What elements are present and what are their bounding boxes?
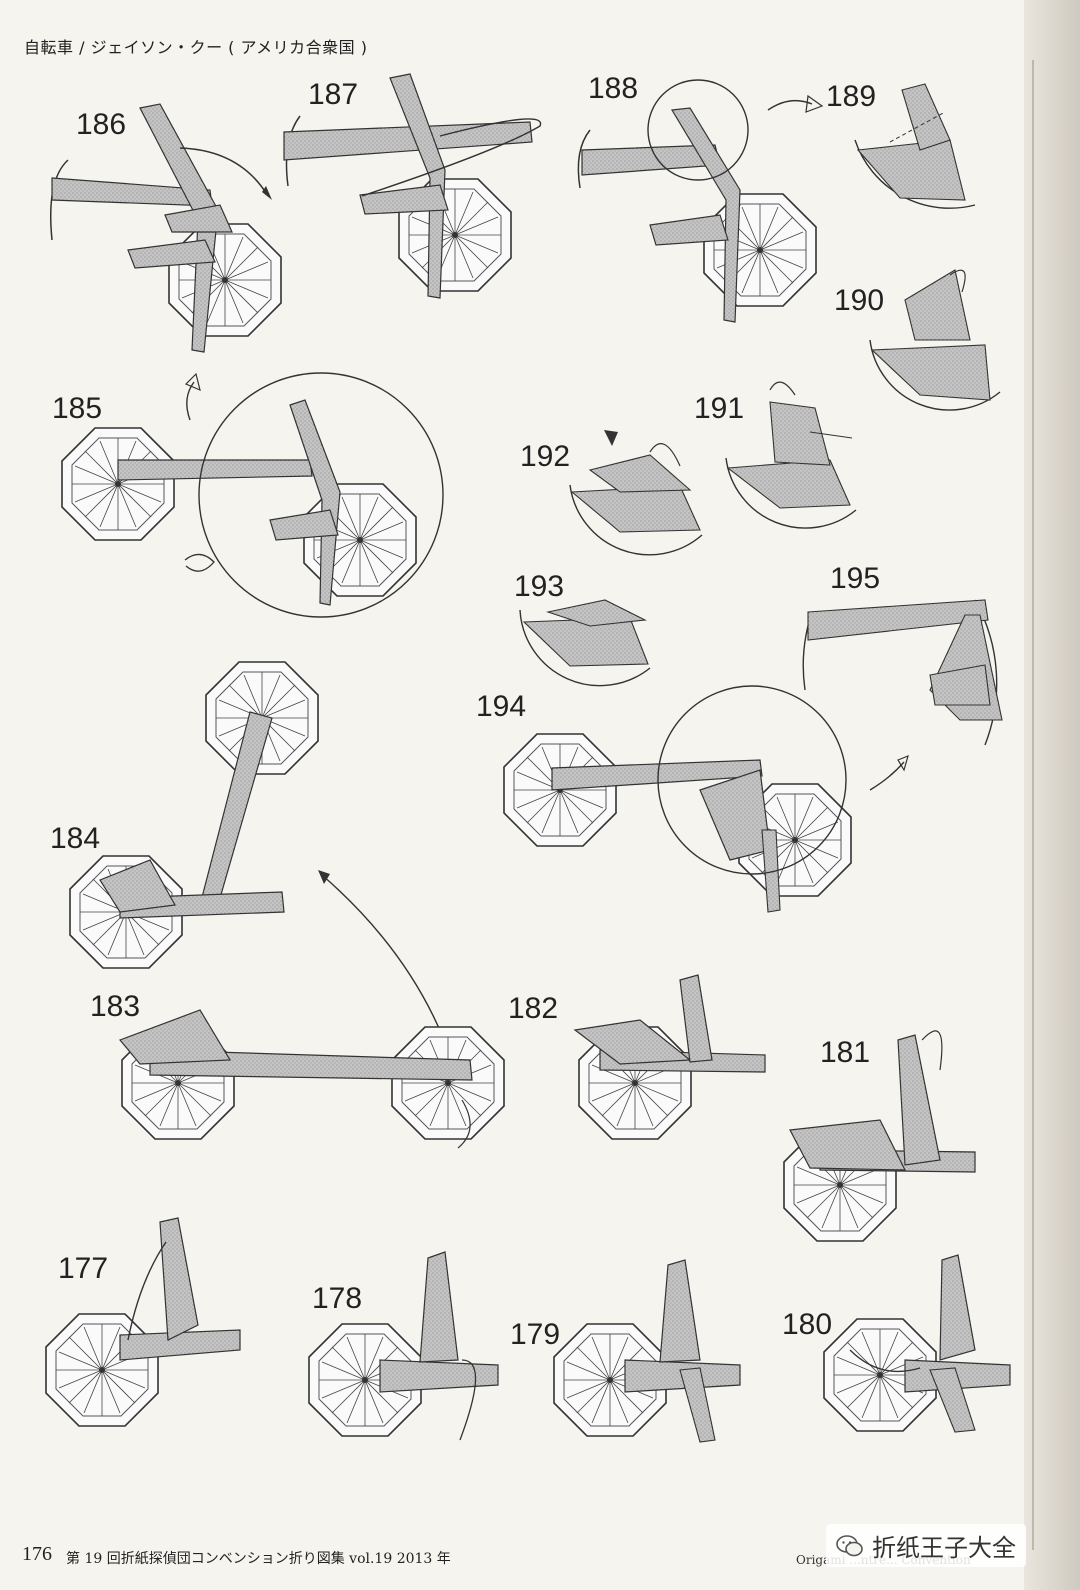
diagram-193 — [520, 600, 650, 686]
diagram-181 — [784, 1031, 975, 1241]
step-number-184: 184 — [50, 822, 100, 856]
wechat-icon — [836, 1534, 864, 1558]
step-number-194: 194 — [476, 690, 526, 724]
step-number-179: 179 — [510, 1318, 560, 1352]
book-spine — [1024, 0, 1080, 1590]
page-number: 176 — [22, 1543, 52, 1566]
diagram-195 — [803, 600, 1002, 745]
diagram-178 — [309, 1252, 498, 1440]
diagram-188 — [578, 80, 822, 322]
step-number-177: 177 — [58, 1252, 108, 1286]
diagram-191 — [726, 382, 856, 528]
step-number-193: 193 — [514, 570, 564, 604]
step-number-189: 189 — [826, 80, 876, 114]
diagram-192 — [570, 430, 702, 555]
watermark-text: 折纸王子大全 — [872, 1528, 1016, 1563]
step-number-187: 187 — [308, 78, 358, 112]
step-number-188: 188 — [588, 72, 638, 106]
diagram-190 — [870, 270, 1000, 410]
diagram-180 — [824, 1255, 1010, 1432]
diagram-179 — [554, 1260, 740, 1442]
step-number-180: 180 — [782, 1308, 832, 1342]
step-number-185: 185 — [52, 392, 102, 426]
step-number-186: 186 — [76, 108, 126, 142]
step-number-191: 191 — [694, 392, 744, 426]
diagram-185 — [62, 373, 443, 617]
step-number-195: 195 — [830, 562, 880, 596]
step-number-190: 190 — [834, 284, 884, 318]
diagram-182 — [575, 975, 765, 1139]
step-number-181: 181 — [820, 1036, 870, 1070]
step-number-178: 178 — [312, 1282, 362, 1316]
diagram-183 — [120, 1010, 504, 1148]
diagram-177 — [46, 1218, 240, 1426]
diagram-194 — [504, 686, 908, 912]
watermark: 折纸王子大全 — [826, 1524, 1026, 1567]
step-number-183: 183 — [90, 990, 140, 1024]
step-number-182: 182 — [508, 992, 558, 1026]
step-number-192: 192 — [520, 440, 570, 474]
footer-title: 第 19 回折紙探偵団コンベンション折り図集 vol.19 2013 年 — [66, 1548, 451, 1568]
